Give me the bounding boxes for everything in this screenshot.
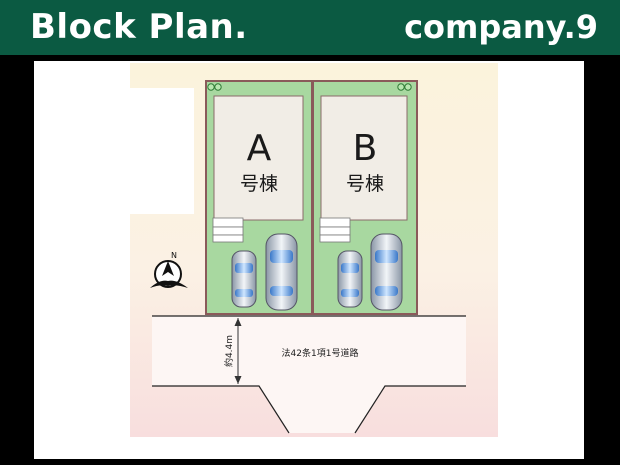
lot-b-entrance-steps	[319, 217, 351, 243]
neighbor-lot	[130, 88, 194, 214]
compass-north-label: N	[171, 251, 177, 260]
road	[152, 316, 466, 433]
road-width-dimension	[234, 318, 242, 384]
header-bar: Block Plan. company.9	[0, 0, 620, 55]
lot-a-trees	[207, 83, 222, 91]
road-edge-bottom-right	[354, 385, 466, 434]
car-b-large	[370, 233, 403, 311]
company-name: company.9	[404, 8, 598, 46]
lot-b-building	[320, 95, 408, 221]
road-edge-bottom-left	[152, 385, 290, 434]
lot-b-trees	[397, 83, 412, 91]
car-a-large	[265, 233, 298, 311]
page-title: Block Plan.	[30, 7, 248, 47]
lot-a-building	[213, 95, 304, 221]
lot-b-label: 号棟	[346, 173, 384, 195]
lot-b-letter: B	[353, 128, 378, 169]
road-width-label: 約4.4m	[223, 335, 235, 367]
lot-a-entrance-steps	[212, 217, 244, 243]
road-name-label: 法42条1項1号道路	[282, 347, 359, 359]
lot-a-letter: A	[247, 128, 272, 169]
lot-a	[205, 80, 313, 315]
car-b-small	[337, 250, 363, 308]
lot-a-label: 号棟	[240, 173, 278, 195]
compass-icon: N	[150, 251, 188, 288]
car-a-small	[231, 250, 257, 308]
